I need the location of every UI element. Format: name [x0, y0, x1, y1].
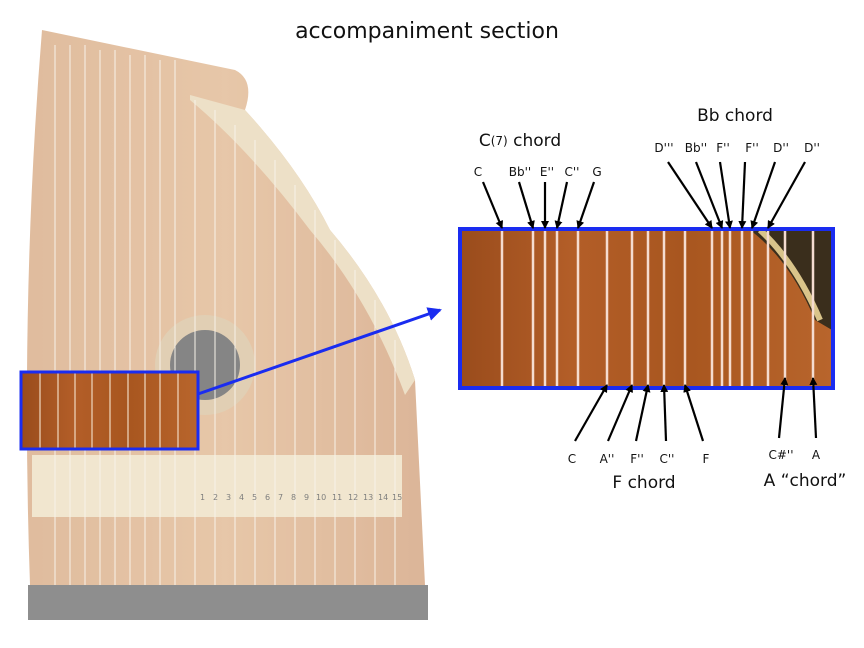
source-region — [19, 370, 200, 451]
note-label: 4 — [239, 493, 244, 502]
note-label: Bb'' — [685, 141, 707, 155]
note-label: 3 — [226, 493, 231, 502]
note-label: 5 — [252, 493, 257, 502]
note-label: 12 — [348, 493, 358, 502]
note-label: G — [592, 165, 601, 179]
note-label: F — [703, 452, 710, 466]
note-label: 13 — [363, 493, 373, 502]
note-label: chord — [513, 131, 561, 151]
note-label: 15 — [392, 493, 402, 502]
note-label: F'' — [716, 141, 730, 155]
c7-chord-group: C(7) chord C Bb'' E'' C'' G — [474, 131, 602, 229]
zoom-arrow — [197, 307, 442, 396]
note-label: C — [474, 165, 482, 179]
diagram-title: accompaniment section — [295, 19, 559, 44]
zither-strings — [54, 45, 396, 585]
note-label: 1 — [200, 493, 205, 502]
note-label: F'' — [630, 452, 644, 466]
note-label: A'' — [600, 452, 615, 466]
note-label: 10 — [316, 493, 326, 502]
note-label: D'' — [773, 141, 789, 155]
note-label: 6 — [265, 493, 270, 502]
f-chord-label: F chord — [612, 473, 675, 493]
bb-chord-group: Bb chord D''' Bb'' F'' F'' D'' D'' — [654, 106, 820, 229]
note-label: A — [812, 448, 821, 462]
f-chord-group: C A'' F'' C'' F F chord — [568, 384, 710, 493]
note-label: (7) — [491, 134, 508, 148]
note-label: 2 — [213, 493, 218, 502]
bb-chord-label: Bb chord — [697, 106, 773, 126]
note-label: Bb'' — [509, 165, 531, 179]
note-label: 11 — [332, 493, 342, 502]
note-label: 14 — [378, 493, 388, 502]
note-label: C — [568, 452, 576, 466]
note-label: D'' — [804, 141, 820, 155]
note-label: C'' — [660, 452, 675, 466]
a-chord-label: A “chord” — [764, 471, 847, 491]
note-label: C — [479, 131, 491, 151]
note-label: D''' — [654, 141, 673, 155]
note-label: C#'' — [768, 448, 793, 462]
note-label: E'' — [540, 165, 554, 179]
note-label: 9 — [304, 493, 309, 502]
a-chord-group: C#'' A A “chord” — [764, 377, 847, 491]
enlarged-region — [458, 227, 835, 390]
note-label: 8 — [291, 493, 296, 502]
note-label: 7 — [278, 493, 283, 502]
note-label: F'' — [745, 141, 759, 155]
note-label: C'' — [565, 165, 580, 179]
c7-chord-label: C(7) chord — [479, 131, 561, 151]
